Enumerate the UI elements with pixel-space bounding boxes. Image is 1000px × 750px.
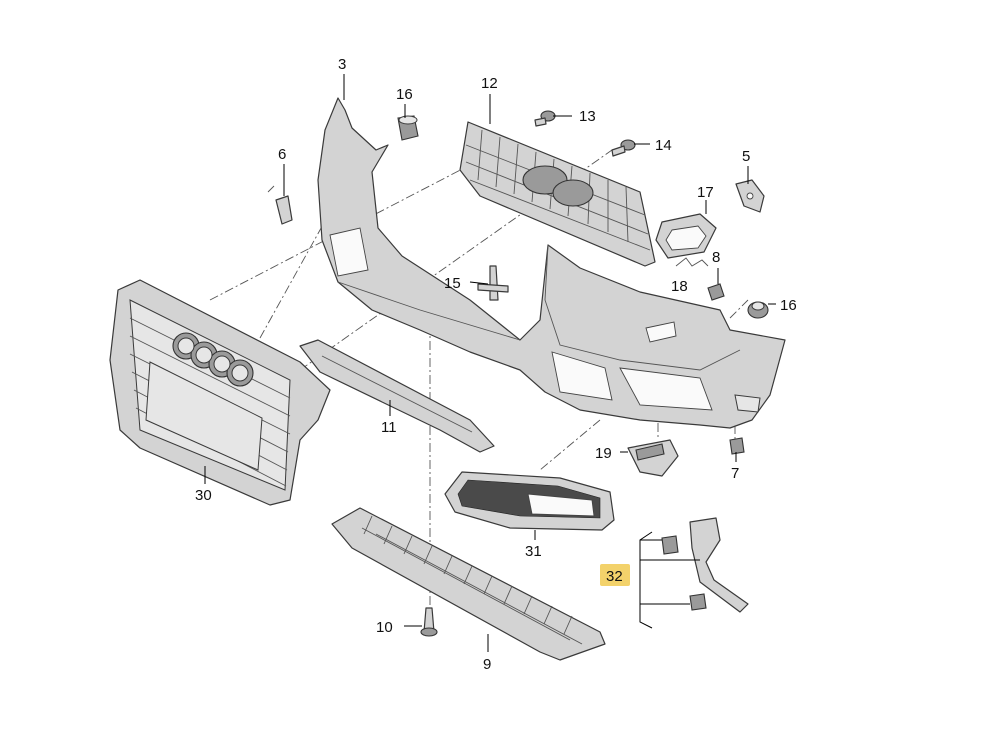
part-11-lower-grille-strip — [299, 339, 495, 453]
callout-31: 31 — [525, 543, 542, 560]
callout-6: 6 — [278, 146, 286, 163]
part-10-screw — [420, 607, 438, 637]
part-8-clip — [707, 283, 725, 301]
callout-13: 13 — [579, 108, 596, 125]
part-30-radiator-grille — [109, 279, 331, 506]
callout-15: 15 — [444, 275, 461, 292]
part-6-cover-cap — [267, 185, 293, 225]
callout-32: 32 — [606, 568, 623, 585]
part-19-tow-hook-cover — [627, 439, 679, 477]
callout-16-top: 16 — [396, 86, 413, 103]
part-9-underbody-cover — [331, 507, 606, 661]
callout-16-right: 16 — [780, 297, 797, 314]
callout-9: 9 — [483, 656, 491, 673]
part-12-grille-support-frame — [459, 121, 656, 267]
callout-14: 14 — [655, 137, 672, 154]
callout-32-highlight — [600, 564, 630, 586]
callout-19: 19 — [595, 445, 612, 462]
callout-10: 10 — [376, 619, 393, 636]
callout-8: 8 — [712, 249, 720, 266]
callout-5: 5 — [742, 148, 750, 165]
part-16-clip-right — [747, 301, 769, 319]
part-17-frame-bracket — [655, 213, 717, 259]
callout-3: 3 — [338, 56, 346, 73]
callout-18: 18 — [671, 278, 688, 295]
callouts: 3 16 12 13 14 6 5 17 15 8 18 16 11 30 19… — [195, 56, 797, 673]
callout-11: 11 — [381, 419, 397, 436]
callout-30: 30 — [195, 487, 212, 504]
callout-17: 17 — [697, 184, 714, 201]
part-32-bracket-set — [639, 517, 749, 629]
part-15-pin — [477, 265, 509, 301]
four-rings-emblem — [172, 332, 254, 387]
part-7-clip — [729, 437, 745, 455]
part-14-screw — [611, 139, 636, 157]
part-18-clip — [675, 257, 709, 267]
part-5-bracket — [735, 179, 765, 213]
leader-lines — [204, 74, 776, 652]
part-31-fog-lamp-grille — [444, 471, 615, 531]
callout-7: 7 — [731, 465, 739, 482]
callout-12: 12 — [481, 75, 498, 92]
part-13-screw — [534, 110, 556, 127]
part-16-clip-top — [397, 115, 419, 141]
part-3-bumper-cover — [317, 97, 786, 429]
